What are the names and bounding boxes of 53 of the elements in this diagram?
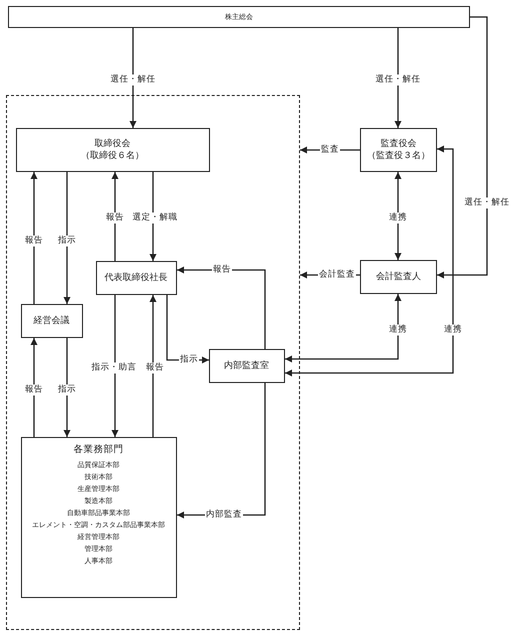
arrow [112, 172, 118, 261]
arrow [64, 338, 70, 437]
org-box [360, 128, 437, 172]
edge-label: 報告 [24, 236, 44, 246]
arrow [64, 172, 70, 304]
arrow [30, 338, 38, 437]
edge-label: 内部監査 [205, 510, 243, 520]
edge-label: 連携 [443, 324, 463, 336]
edge-label: 指示 [57, 384, 77, 396]
edge-label: 連携 [388, 324, 408, 336]
edge-label: 監査 [320, 144, 340, 156]
box-label: （監査役３名） [367, 150, 430, 162]
double-arrow [394, 172, 402, 260]
org-box [360, 260, 437, 294]
box-label: 代表取締役社長 [104, 272, 168, 284]
arrow [437, 16, 488, 278]
edge-label: 報告 [24, 384, 44, 396]
org-box [96, 260, 176, 294]
double-arrow [285, 294, 402, 362]
edge-label: 選任・解任 [374, 74, 422, 86]
box-label: 監査役会 [380, 138, 416, 150]
org-box [208, 348, 284, 382]
arrow [166, 295, 209, 364]
arrow [150, 172, 156, 261]
edge-label: 指示・助言 [90, 362, 138, 374]
org-box [16, 128, 210, 172]
box-label: 内部監査室 [224, 360, 269, 372]
org-box [20, 304, 82, 338]
box-label: 各業務部門 [74, 444, 124, 456]
box-label: （取締役６名） [81, 150, 144, 162]
org-box [20, 436, 176, 598]
edge-label: 報告 [212, 264, 232, 276]
edge-label: 選任・解任 [464, 198, 510, 208]
edge-label: 報告 [105, 212, 125, 224]
edge-label: 指示 [179, 354, 199, 366]
edge-label: 連携 [388, 212, 408, 224]
edge-label: 指示 [57, 236, 77, 246]
edge-label: 会計監査 [318, 270, 356, 280]
box-label: 会計監査人 [376, 271, 421, 283]
box-label: 経営会議 [34, 314, 70, 326]
arrow [112, 295, 118, 437]
arrow [30, 172, 38, 304]
arrow [150, 295, 156, 437]
edge-label: 報告 [145, 362, 165, 374]
arrow [177, 266, 266, 349]
arrow [130, 28, 136, 128]
box-label: 取締役会 [94, 138, 130, 150]
org-box [8, 6, 470, 28]
edge-label: 選定・解職 [132, 212, 178, 224]
dashed-boundary-box [6, 95, 300, 630]
double-arrow [285, 146, 454, 376]
arrow [394, 28, 402, 128]
edge-label: 選任・解任 [110, 74, 156, 86]
